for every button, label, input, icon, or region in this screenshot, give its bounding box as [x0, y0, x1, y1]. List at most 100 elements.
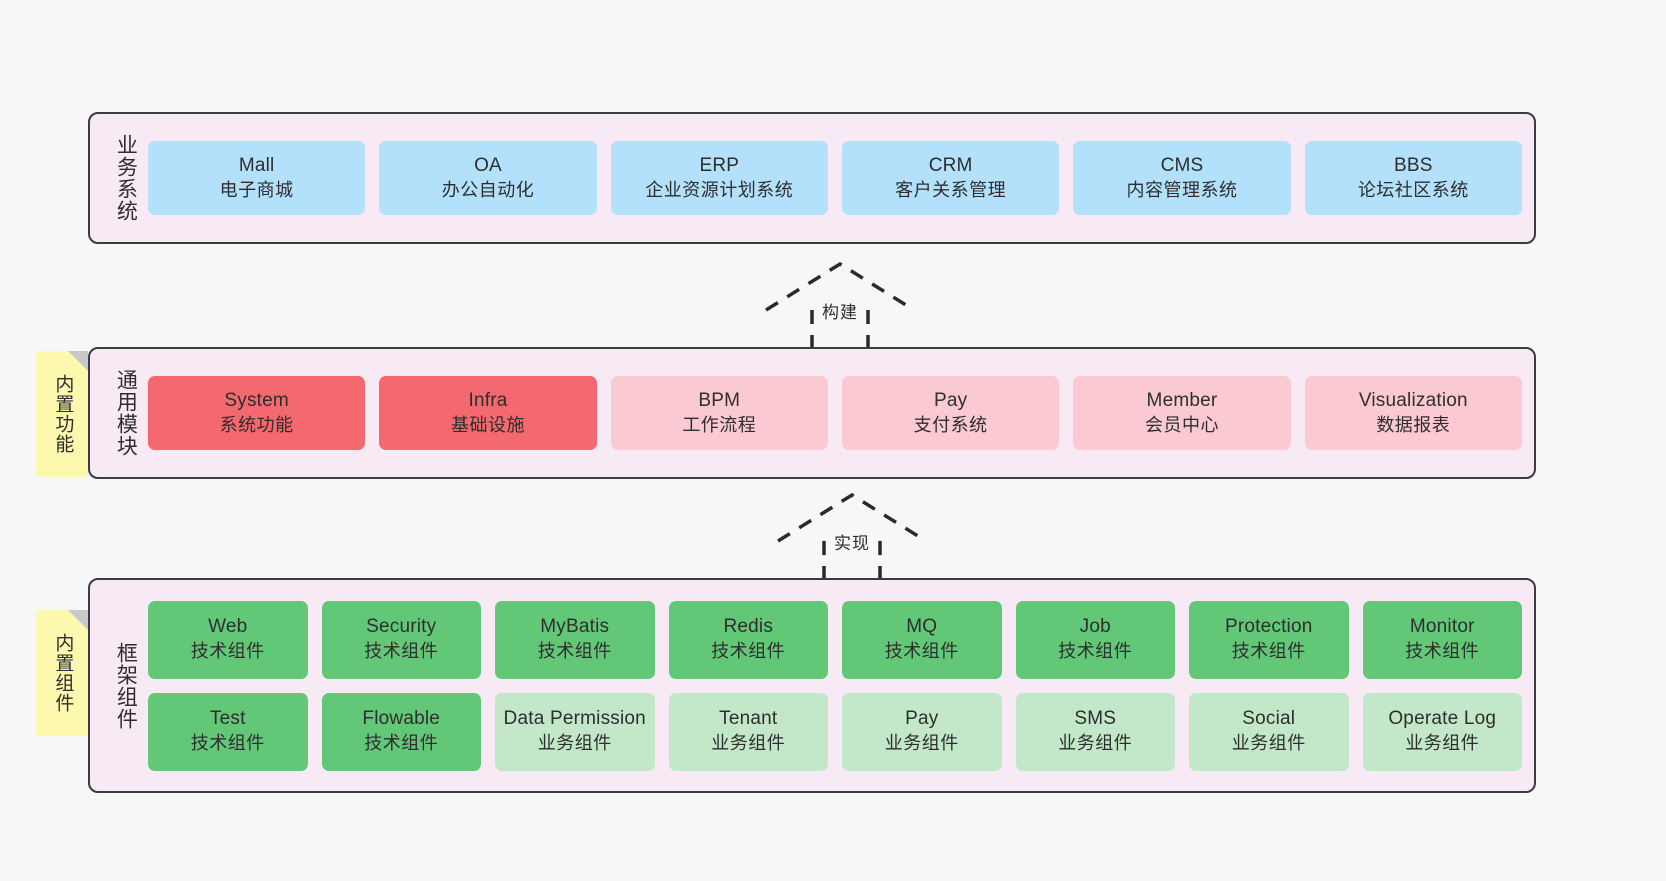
module-title-en: OA	[474, 154, 502, 176]
module-title-cn: 业务组件	[1058, 733, 1133, 754]
module-title-en: Redis	[723, 616, 774, 638]
module-title-cn: 业务组件	[1405, 733, 1480, 754]
module-title-cn: 技术组件	[537, 641, 612, 662]
module-title-cn: 客户关系管理	[895, 179, 1007, 200]
module-title-en: CMS	[1160, 154, 1204, 176]
module-title-en: Operate Log	[1388, 708, 1497, 730]
module-card-mq[interactable]: MQ 技术组件	[842, 600, 1002, 679]
module-card-infra[interactable]: Infra 基础设施	[379, 376, 597, 450]
module-title-en: SMS	[1074, 708, 1117, 730]
module-title-en: Social	[1242, 708, 1296, 730]
module-card-redis[interactable]: Redis 技术组件	[668, 600, 828, 679]
module-title-cn: 技术组件	[1231, 641, 1306, 662]
module-card-cms[interactable]: CMS 内容管理系统	[1073, 141, 1291, 215]
module-card-pay[interactable]: Pay 支付系统	[841, 376, 1060, 450]
module-title-cn: 基础设施	[450, 414, 525, 435]
module-title-cn: 技术组件	[884, 641, 959, 662]
card-grid-business-systems: Mall 电子商城 OA 办公自动化 ERP 企业资源计划系统 CRM 客户关系…	[148, 124, 1522, 232]
module-title-cn: 电子商城	[219, 179, 294, 200]
module-title-en: Member	[1146, 389, 1218, 411]
module-card-job[interactable]: Job 技术组件	[1015, 600, 1175, 679]
layer-label-framework-components: 框架组件	[114, 641, 138, 730]
layer-framework-components: 框架组件 Web 技术组件 Security 技术组件 MyBatis 技术组件…	[88, 578, 1536, 793]
module-title-en: Infra	[468, 389, 508, 411]
arrow-label-build: 构建	[822, 303, 858, 322]
arrow-label-implement: 实现	[834, 534, 870, 553]
module-title-en: Job	[1079, 616, 1111, 638]
module-title-cn: 内容管理系统	[1126, 179, 1238, 200]
module-card-mall[interactable]: Mall 电子商城	[148, 141, 366, 215]
module-title-en: Monitor	[1409, 616, 1475, 638]
module-card-security[interactable]: Security 技术组件	[321, 600, 481, 679]
module-card-bpm[interactable]: BPM 工作流程	[610, 376, 828, 450]
module-title-en: MyBatis	[540, 616, 610, 638]
module-card-oa[interactable]: OA 办公自动化	[379, 141, 597, 215]
layer-label-business-systems: 业务系统	[114, 134, 138, 222]
sticky-note-text: 内置功能	[52, 374, 74, 454]
module-title-cn: 技术组件	[1405, 641, 1480, 662]
module-card-flowable[interactable]: Flowable 技术组件	[321, 692, 481, 771]
module-title-en: Test	[209, 708, 246, 730]
module-card-pay-business[interactable]: Pay 业务组件	[842, 692, 1002, 771]
card-grid-common-modules: System 系统功能 Infra 基础设施 BPM 工作流程 Pay 支付系统…	[148, 359, 1522, 467]
module-title-cn: 论坛社区系统	[1357, 179, 1469, 200]
card-grid-framework-components: Web 技术组件 Security 技术组件 MyBatis 技术组件 Redi…	[148, 590, 1522, 781]
module-title-cn: 技术组件	[190, 733, 265, 754]
layer-business-systems: 业务系统 Mall 电子商城 OA 办公自动化 ERP 企业资源计划系统 CRM…	[88, 112, 1536, 244]
module-card-mybatis[interactable]: MyBatis 技术组件	[495, 600, 655, 679]
module-title-cn: 技术组件	[190, 641, 265, 662]
sticky-fold-corner-icon	[68, 610, 88, 630]
module-title-cn: 业务组件	[711, 733, 786, 754]
module-title-en: Flowable	[362, 708, 441, 730]
module-title-en: Data Permission	[503, 708, 646, 730]
module-card-test[interactable]: Test 技术组件	[148, 692, 308, 771]
module-title-en: MQ	[906, 616, 938, 638]
module-title-cn: 支付系统	[913, 414, 988, 435]
module-title-cn: 技术组件	[1058, 641, 1133, 662]
module-title-en: BPM	[698, 389, 741, 411]
module-title-en: ERP	[699, 154, 740, 176]
module-card-sms[interactable]: SMS 业务组件	[1015, 692, 1175, 771]
module-title-cn: 会员中心	[1144, 414, 1219, 435]
module-card-tenant[interactable]: Tenant 业务组件	[668, 692, 828, 771]
module-card-visualization[interactable]: Visualization 数据报表	[1304, 376, 1522, 450]
sticky-note-text: 内置组件	[52, 633, 74, 713]
module-card-erp[interactable]: ERP 企业资源计划系统	[610, 141, 828, 215]
module-title-cn: 技术组件	[711, 641, 786, 662]
module-title-en: Pay	[933, 389, 968, 411]
sticky-fold-corner-icon	[68, 351, 88, 371]
relationship-arrow-implement: 实现	[772, 489, 932, 585]
module-title-en: Mall	[238, 154, 275, 176]
module-title-en: Visualization	[1358, 389, 1468, 411]
module-title-en: CRM	[928, 154, 973, 176]
module-title-cn: 业务组件	[1231, 733, 1306, 754]
module-card-web[interactable]: Web 技术组件	[148, 600, 308, 679]
module-card-protection[interactable]: Protection 技术组件	[1189, 600, 1349, 679]
module-title-cn: 技术组件	[364, 641, 439, 662]
module-card-social[interactable]: Social 业务组件	[1189, 692, 1349, 771]
module-title-en: Security	[366, 616, 437, 638]
sticky-note-builtin-components: 内置组件	[36, 610, 88, 736]
module-card-bbs[interactable]: BBS 论坛社区系统	[1304, 141, 1522, 215]
module-card-member[interactable]: Member 会员中心	[1073, 376, 1291, 450]
layer-common-modules: 通用模块 System 系统功能 Infra 基础设施 BPM 工作流程 Pay…	[88, 347, 1536, 479]
sticky-note-builtin-features: 内置功能	[36, 351, 88, 477]
module-title-en: Tenant	[719, 708, 778, 730]
module-title-en: Pay	[905, 708, 939, 730]
module-title-cn: 办公自动化	[441, 179, 535, 200]
module-title-cn: 数据报表	[1376, 414, 1451, 435]
module-title-en: Web	[208, 616, 248, 638]
module-title-cn: 技术组件	[364, 733, 439, 754]
module-title-cn: 企业资源计划系统	[645, 179, 794, 200]
module-title-cn: 工作流程	[682, 414, 757, 435]
module-title-en: System	[224, 389, 289, 411]
module-card-system[interactable]: System 系统功能	[148, 376, 366, 450]
module-card-operate-log[interactable]: Operate Log 业务组件	[1362, 692, 1522, 771]
module-title-en: BBS	[1394, 154, 1433, 176]
module-card-monitor[interactable]: Monitor 技术组件	[1362, 600, 1522, 679]
relationship-arrow-build: 构建	[760, 258, 920, 354]
module-card-crm[interactable]: CRM 客户关系管理	[841, 141, 1060, 215]
layer-label-common-modules: 通用模块	[114, 369, 138, 457]
module-card-data-permission[interactable]: Data Permission 业务组件	[495, 692, 655, 771]
module-title-cn: 业务组件	[537, 733, 612, 754]
